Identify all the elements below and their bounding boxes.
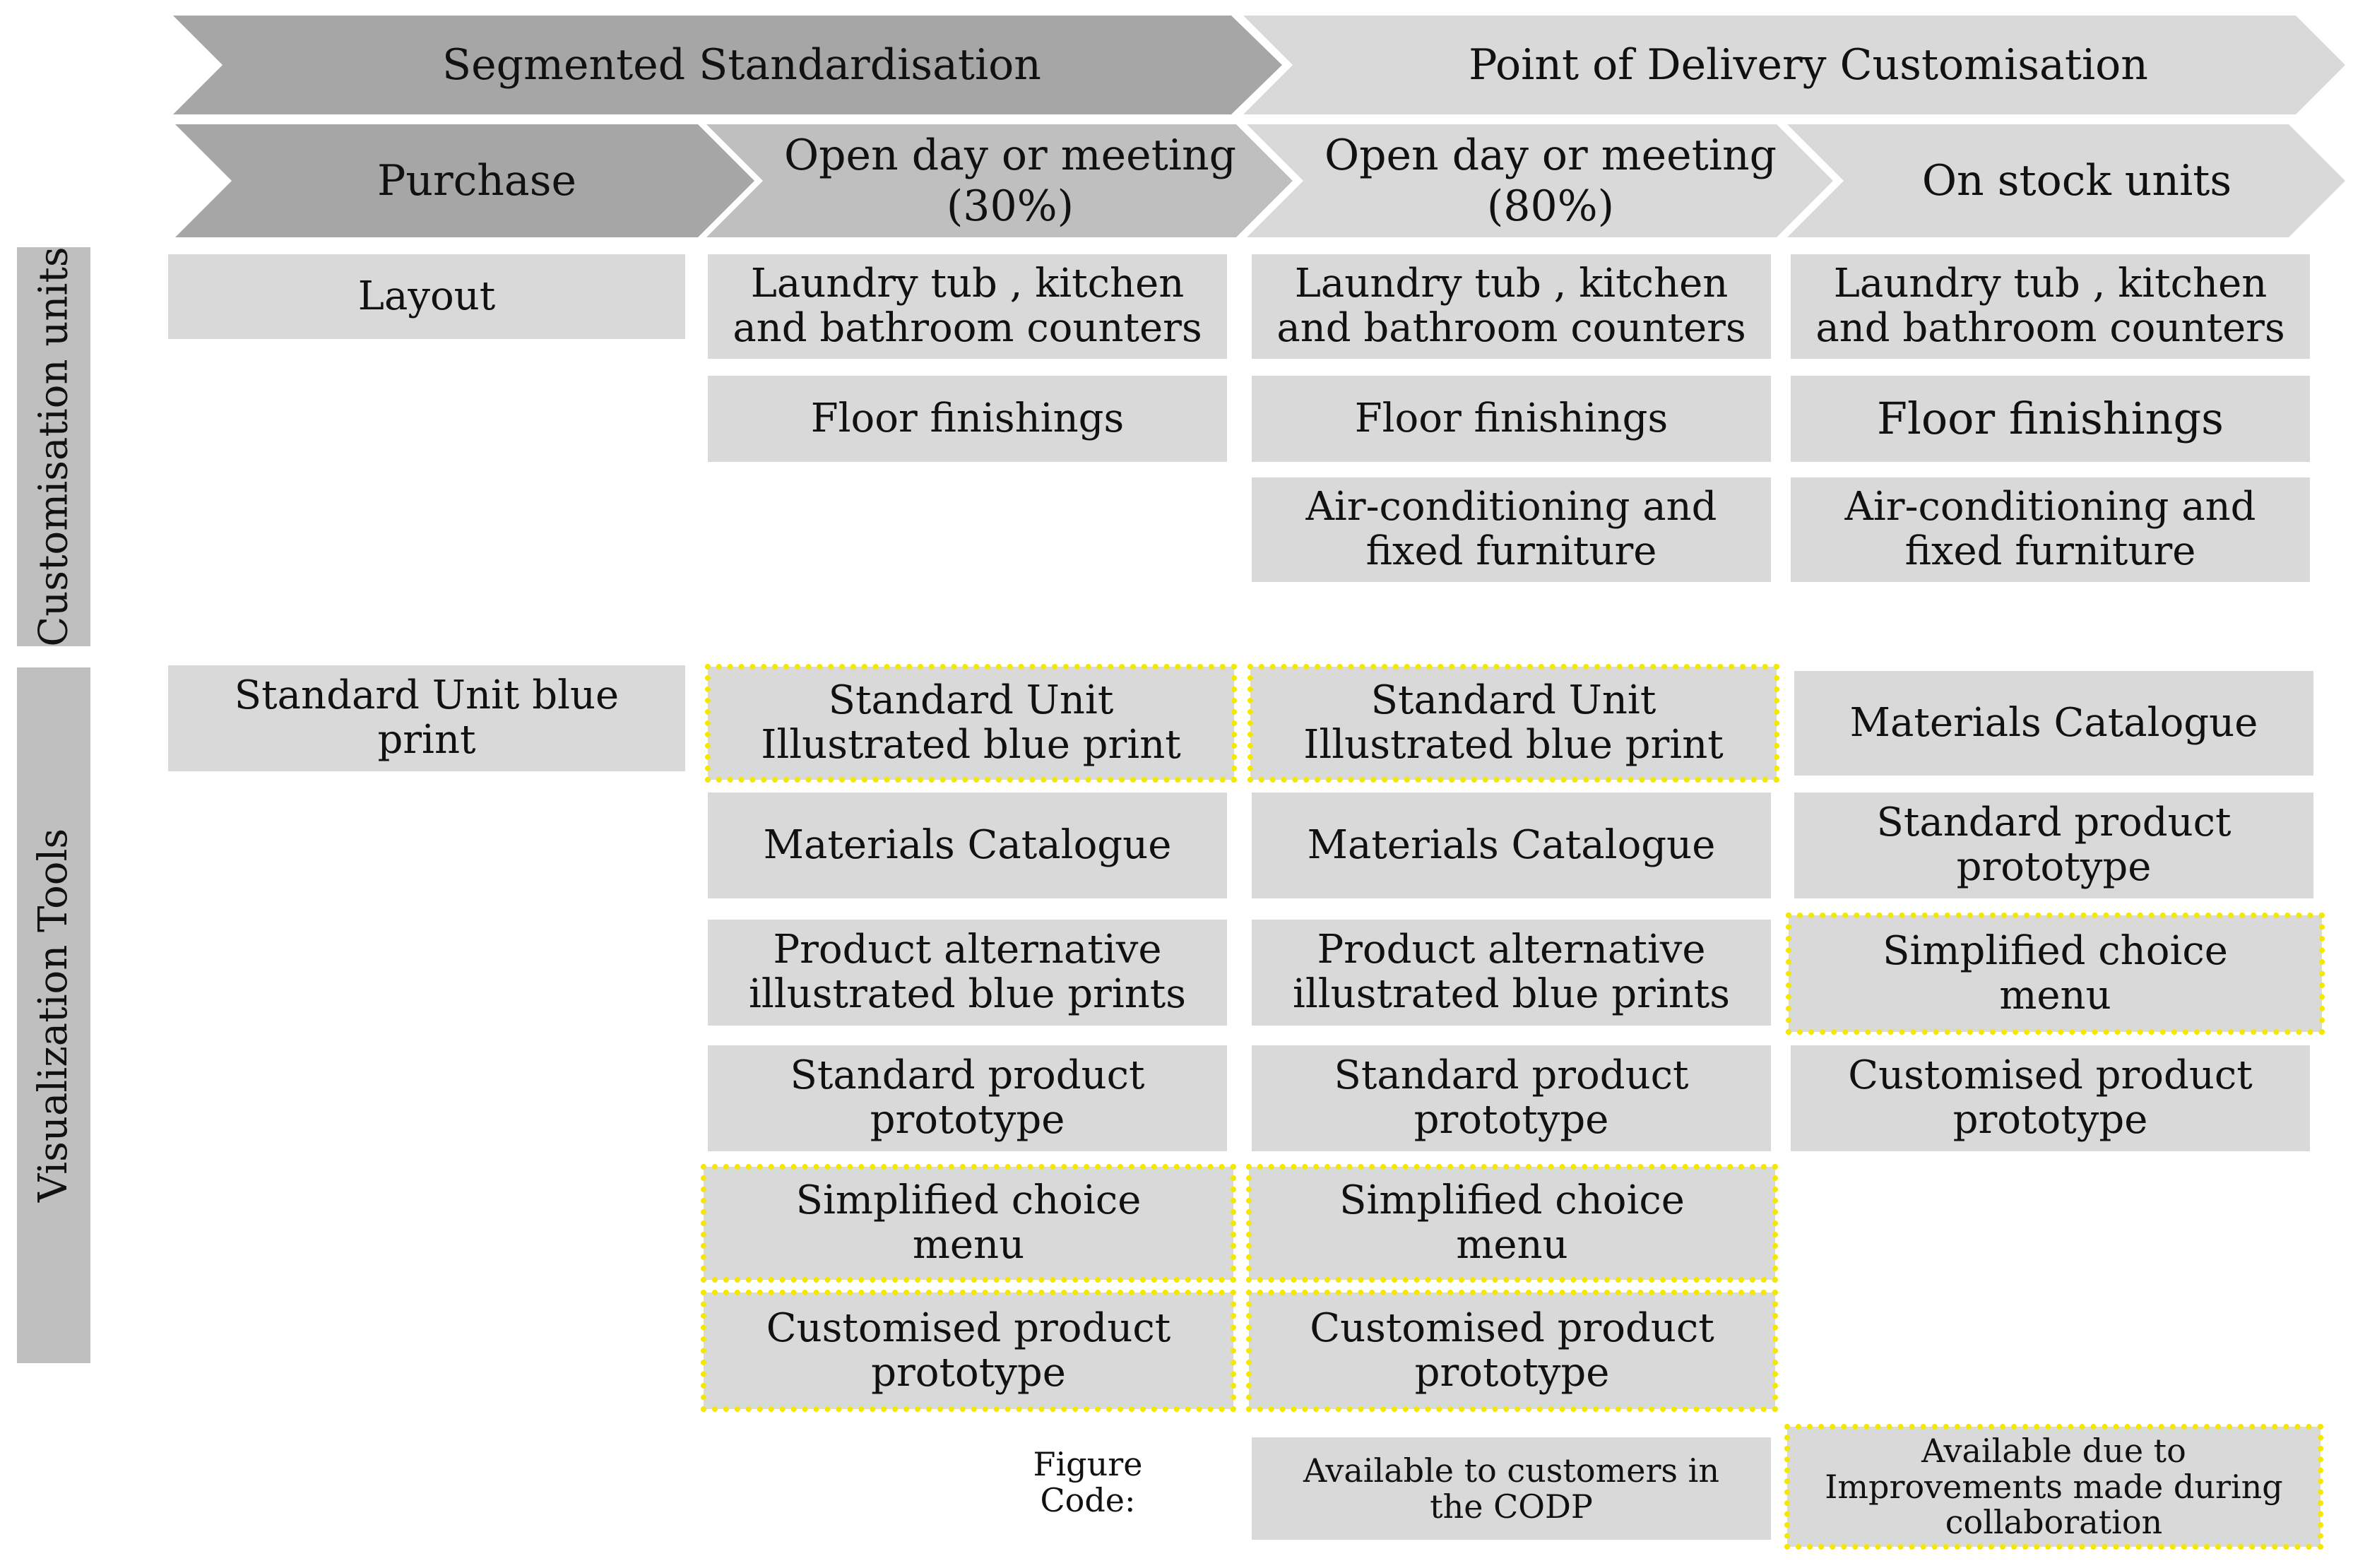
vt-open80-standard-prototype: Standard product prototype <box>1252 1045 1771 1151</box>
cu-stock-floor-finishings: Floor finishings <box>1791 376 2310 462</box>
stage-label-on-stock-units: On stock units <box>1921 156 2232 206</box>
stage-arrow-purchase <box>175 124 754 237</box>
phase-arrow-shape <box>173 16 1282 114</box>
phase-arrow-shape <box>1243 16 2345 114</box>
row-label-customisation-units-text: Customisation units <box>30 247 77 647</box>
cu-stock-laundry-counters: Laundry tub , kitchen and bathroom count… <box>1791 254 2310 359</box>
stage-label-open-day-30: Open day or meeting (30%) <box>783 131 1237 231</box>
cu-open30-laundry-counters: Laundry tub , kitchen and bathroom count… <box>708 254 1227 359</box>
phase-label-point-of-delivery: Point of Delivery Customisation <box>1469 40 2148 90</box>
vt-open80-product-alternative: Product alternative illustrated blue pri… <box>1252 920 1771 1026</box>
vt-open30-materials-catalogue: Materials Catalogue <box>708 792 1227 898</box>
row-label-visualization-tools-text: Visualization Tools <box>30 828 77 1203</box>
cu-purchase-layout: Layout <box>168 254 685 339</box>
vt-purchase-standard-unit-blueprint: Standard Unit blue print <box>168 665 685 771</box>
vt-open80-standard-unit-illustrated: Standard Unit Illustrated blue print <box>1247 664 1779 783</box>
stage-arrow-shape <box>1787 124 2345 237</box>
cu-open80-laundry-counters: Laundry tub , kitchen and bathroom count… <box>1252 254 1771 359</box>
phase-label-segmented-standardisation: Segmented Standardisation <box>442 40 1041 90</box>
legend-title: Figure Code: <box>1033 1445 1143 1519</box>
phase-arrow-segmented-standardisation <box>173 16 1282 114</box>
phase-arrow-point-of-delivery <box>1243 16 2345 114</box>
vt-open30-product-alternative: Product alternative illustrated blue pri… <box>708 920 1227 1026</box>
vt-stock-standard-prototype: Standard product prototype <box>1794 792 2313 898</box>
stage-arrow-shape <box>706 124 1293 237</box>
vt-open30-customised-prototype: Customised product prototype <box>701 1290 1236 1412</box>
stage-label-purchase: Purchase <box>377 156 576 206</box>
stage-arrow-on-stock-units <box>1787 124 2345 237</box>
stage-arrow-shape <box>1247 124 1833 237</box>
vt-stock-materials-catalogue: Materials Catalogue <box>1794 671 2313 776</box>
vt-open30-simplified-choice-menu: Simplified choice menu <box>701 1164 1236 1283</box>
vt-open30-standard-unit-illustrated: Standard Unit Illustrated blue print <box>705 664 1237 783</box>
vt-stock-customised-prototype: Customised product prototype <box>1791 1045 2310 1151</box>
cu-open80-aircon-furniture: Air-conditioning and fixed furniture <box>1252 477 1771 582</box>
legend-item-available-codp: Available to customers in the CODP <box>1252 1437 1771 1540</box>
row-label-customisation-units: Customisation units <box>17 247 90 647</box>
legend-item-available-improvements: Available due to Improvements made durin… <box>1784 1424 2323 1550</box>
vt-open80-simplified-choice-menu: Simplified choice menu <box>1246 1164 1778 1283</box>
stage-arrow-open-day-80 <box>1247 124 1833 237</box>
vt-open80-customised-prototype: Customised product prototype <box>1246 1290 1778 1412</box>
cu-stock-aircon-furniture: Air-conditioning and fixed furniture <box>1791 477 2310 582</box>
vt-open80-materials-catalogue: Materials Catalogue <box>1252 792 1771 898</box>
cu-open80-floor-finishings: Floor finishings <box>1252 376 1771 462</box>
cu-open30-floor-finishings: Floor finishings <box>708 376 1227 462</box>
vt-open30-standard-prototype: Standard product prototype <box>708 1045 1227 1151</box>
vt-stock-simplified-choice-menu: Simplified choice menu <box>1786 913 2325 1035</box>
stage-arrow-shape <box>175 124 754 237</box>
stage-arrow-open-day-30 <box>706 124 1293 237</box>
row-label-visualization-tools: Visualization Tools <box>17 667 90 1363</box>
stage-label-open-day-80: Open day or meeting (80%) <box>1324 131 1777 231</box>
